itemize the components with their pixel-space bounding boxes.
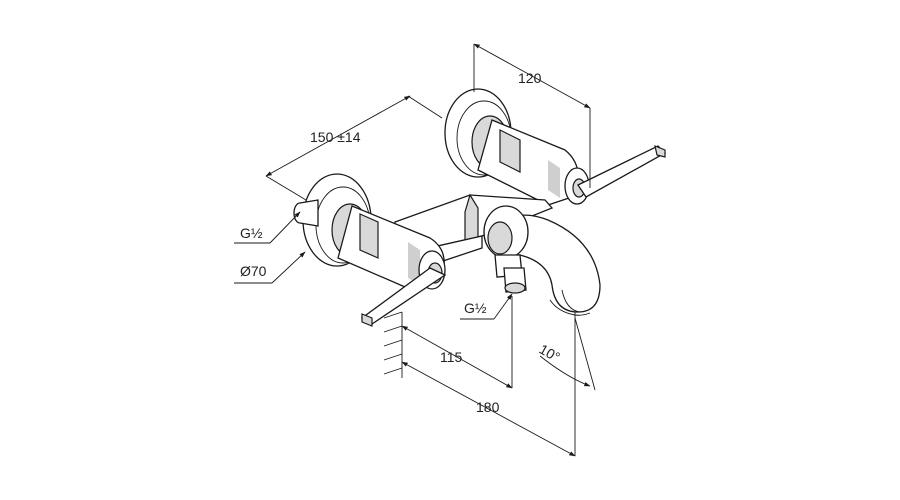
bottom-connector bbox=[494, 254, 527, 294]
thread-bottom-label: G½ bbox=[464, 300, 487, 316]
dimension-115: 115 bbox=[401, 296, 513, 389]
angle-10: 10° bbox=[537, 317, 596, 391]
thread-left-label: G½ bbox=[240, 225, 263, 241]
dim-180-label: 180 bbox=[476, 399, 500, 415]
callout-thread-left: G½ bbox=[234, 211, 301, 244]
rosette-diameter-label: Ø70 bbox=[240, 263, 267, 279]
left-lever-tip bbox=[361, 313, 373, 327]
dimension-150: 150 ±14 bbox=[265, 95, 443, 201]
right-lever bbox=[577, 145, 667, 198]
right-valve-body bbox=[477, 119, 590, 206]
dim-120-label: 120 bbox=[518, 70, 542, 86]
dimension-180: 180 bbox=[401, 312, 576, 457]
callout-thread-bottom: G½ bbox=[460, 293, 513, 320]
wall-hatch bbox=[383, 311, 403, 378]
dim-150-label: 150 ±14 bbox=[310, 129, 361, 145]
spout bbox=[483, 205, 601, 316]
callout-rosette-diameter: Ø70 bbox=[234, 251, 306, 284]
angle-label: 10° bbox=[537, 341, 563, 365]
dim-115-label: 115 bbox=[440, 349, 463, 365]
right-lever-tip bbox=[654, 145, 666, 158]
dimension-120: 120 bbox=[473, 43, 591, 188]
